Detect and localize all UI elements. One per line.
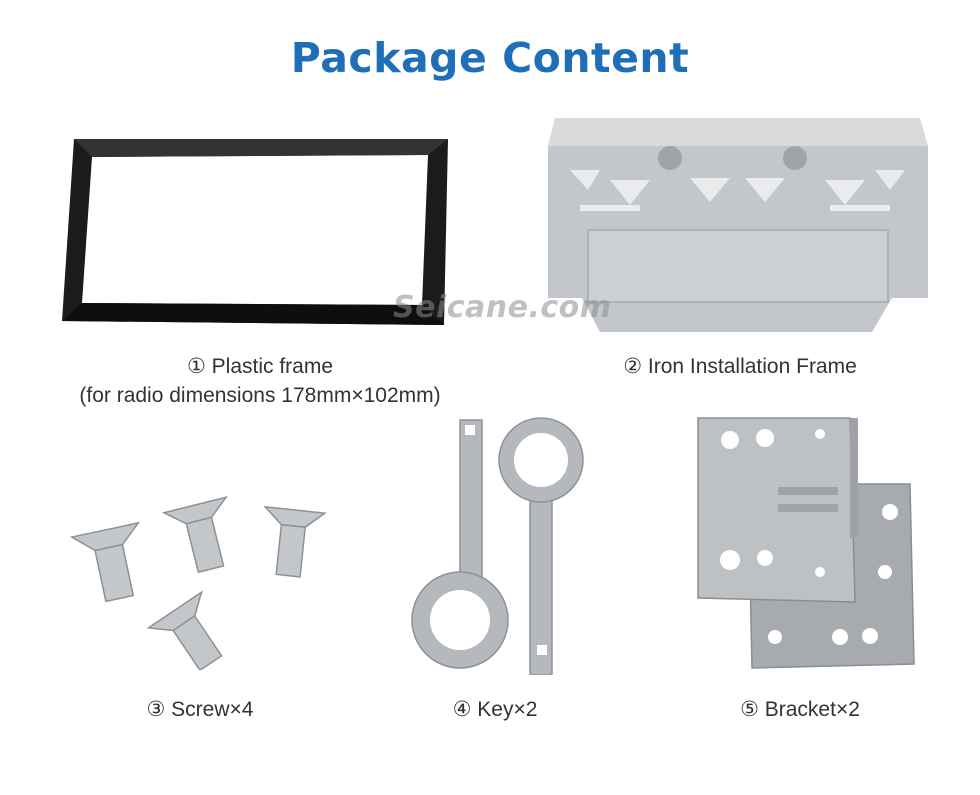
plastic-frame-caption: ① Plastic frame bbox=[186, 355, 334, 378]
plastic-frame-dimensions: (for radio dimensions 178mm×102mm) bbox=[79, 384, 441, 407]
screws-caption: ③ Screw×4 bbox=[146, 698, 254, 721]
iron-frame-caption: ② Iron Installation Frame bbox=[623, 355, 857, 378]
watermark: Seicane.com bbox=[393, 290, 612, 325]
plastic-frame-image bbox=[62, 139, 448, 325]
keys-caption: ④ Key×2 bbox=[452, 698, 538, 721]
screws-image bbox=[69, 496, 327, 670]
keys-image bbox=[411, 417, 584, 675]
brackets-image bbox=[697, 417, 915, 669]
page-title: Package Content bbox=[290, 34, 690, 82]
brackets-caption: ⑤ Bracket×2 bbox=[740, 698, 860, 721]
iron-frame-image bbox=[548, 118, 928, 332]
